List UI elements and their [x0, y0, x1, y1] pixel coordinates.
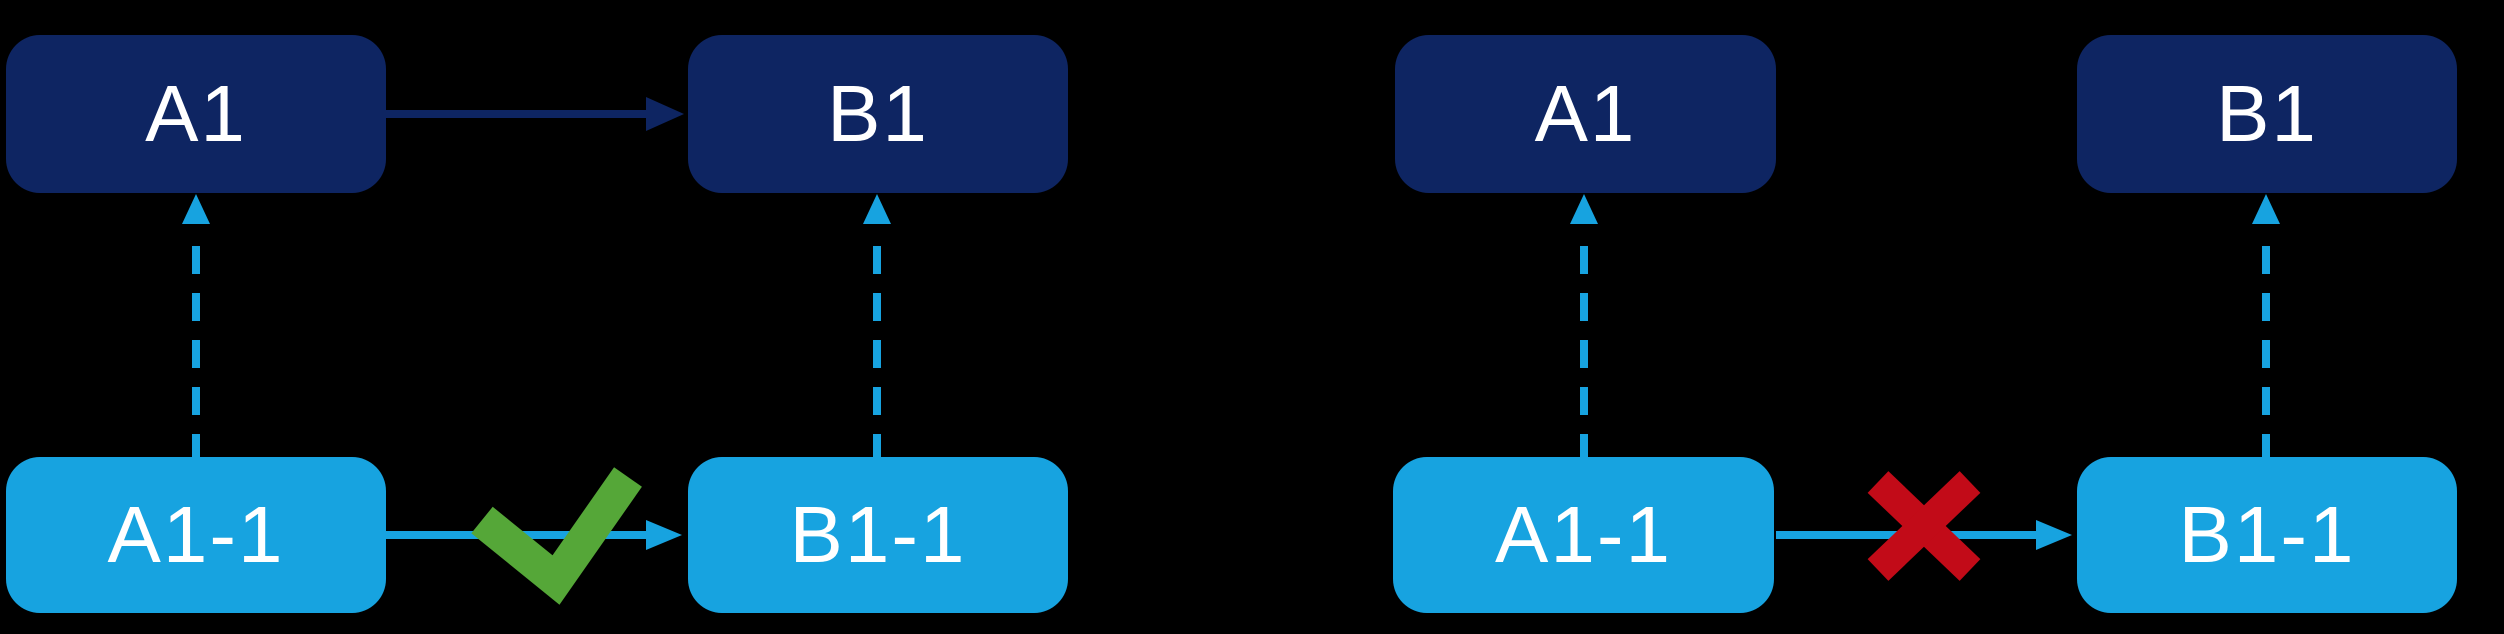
dashed-arrow-a1-1-to-a1-left [182, 194, 210, 462]
dashed-arrow-b1-1-to-b1-right [2252, 194, 2280, 462]
dashed-arrow-b1-1-to-b1-left [863, 194, 891, 462]
node-parent-a1-left: A1 [6, 35, 386, 193]
arrow-a1-to-b1-left [386, 97, 684, 131]
node-child-b1-1-left: B1-1 [688, 457, 1068, 613]
node-child-a1-1-left: A1-1 [6, 457, 386, 613]
cross-icon [1867, 471, 1981, 581]
node-child-b1-1-right: B1-1 [2077, 457, 2457, 613]
node-parent-b1-left: B1 [688, 35, 1068, 193]
dashed-arrow-a1-1-to-a1-right [1570, 194, 1598, 462]
node-parent-b1-right: B1 [2077, 35, 2457, 193]
check-icon [471, 467, 642, 605]
node-child-a1-1-right: A1-1 [1393, 457, 1774, 613]
node-parent-a1-right: A1 [1395, 35, 1776, 193]
